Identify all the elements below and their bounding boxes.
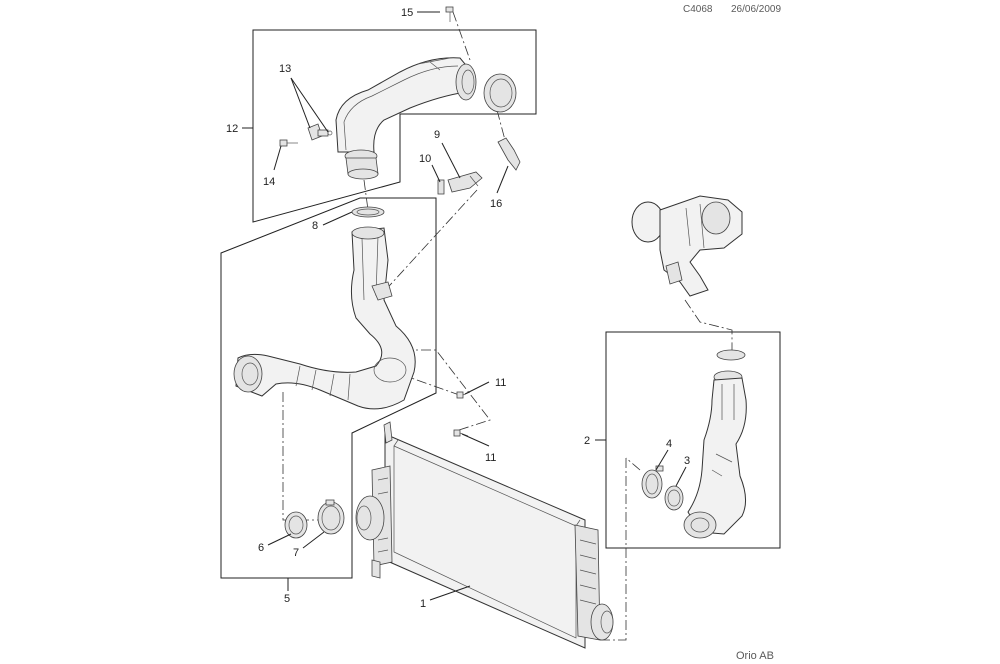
turbocharger: [631, 195, 743, 297]
seal-ring-3: [664, 485, 684, 511]
callout-15: 15: [401, 7, 413, 19]
screw-15: [445, 6, 454, 22]
callout-12: 12: [226, 123, 238, 135]
callout-10: 10: [419, 153, 431, 165]
bracket-9: [447, 171, 483, 193]
seal-ring-6: [284, 511, 308, 539]
bracket-16: [497, 137, 521, 171]
callout-14: 14: [263, 176, 275, 188]
screw-14: [279, 139, 298, 147]
clamp-8: [351, 206, 385, 218]
copyright-text: Orio AB: [736, 650, 774, 662]
bolt-10: [437, 179, 445, 195]
callout-11-upper: 11: [495, 377, 506, 389]
frame-group-5: [220, 197, 437, 579]
diagram-code: C4068: [683, 4, 713, 15]
callout-8: 8: [312, 220, 318, 232]
hose-clamp-4: [641, 465, 664, 499]
callout-4: 4: [666, 438, 672, 450]
pressure-sensor-13: [307, 123, 333, 141]
frame-group-12: [252, 29, 537, 223]
callout-1: 1: [420, 598, 426, 610]
callout-7: 7: [293, 547, 299, 559]
callout-11-lower: 11: [485, 452, 496, 464]
callout-13: 13: [279, 63, 291, 75]
hose-clamp-7: [317, 499, 345, 535]
leader-lines: [242, 11, 687, 601]
callout-2: 2: [584, 435, 590, 447]
turbo-outlet-hose: [683, 349, 747, 539]
callout-6: 6: [258, 542, 264, 554]
callout-3: 3: [684, 455, 690, 467]
diagram-date: 26/06/2009: [731, 4, 782, 15]
callout-5: 5: [284, 593, 290, 605]
upper-charge-pipe: [335, 57, 517, 180]
callout-9: 9: [434, 129, 440, 141]
intercooler-radiator: [355, 421, 614, 649]
callout-16: 16: [490, 198, 502, 210]
charge-hose-assembly: [233, 226, 416, 410]
screw-11-lower: [453, 429, 469, 437]
